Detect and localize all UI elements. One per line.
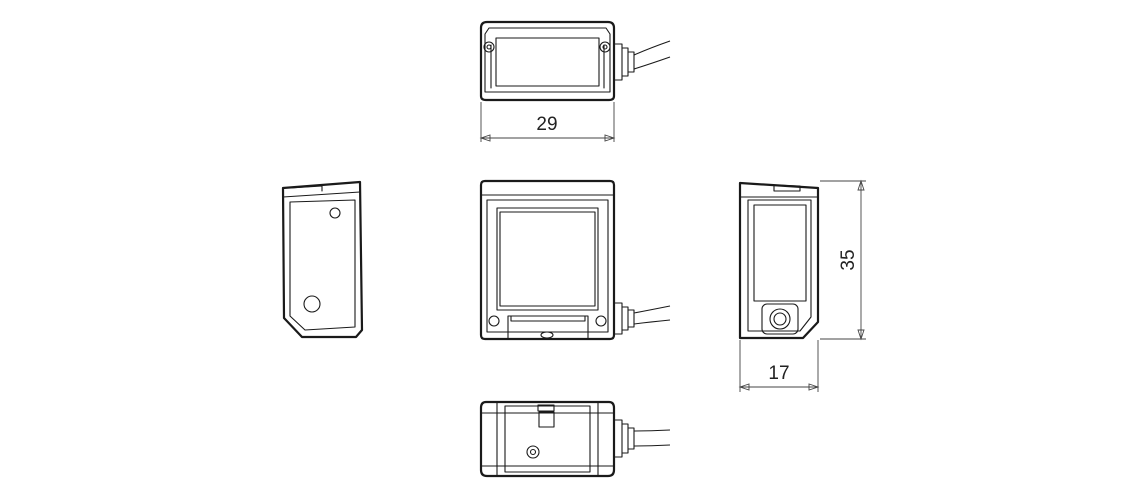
height-dimension-label: 35 (838, 249, 859, 270)
left-side-view (281, 180, 364, 339)
width-dimension-label: 29 (536, 114, 557, 135)
front-view (479, 179, 671, 341)
bottom-view (479, 400, 671, 478)
depth-dimension-label: 17 (768, 363, 789, 384)
right-side-view: 35 17 (738, 179, 866, 392)
top-view: 29 (479, 20, 671, 142)
